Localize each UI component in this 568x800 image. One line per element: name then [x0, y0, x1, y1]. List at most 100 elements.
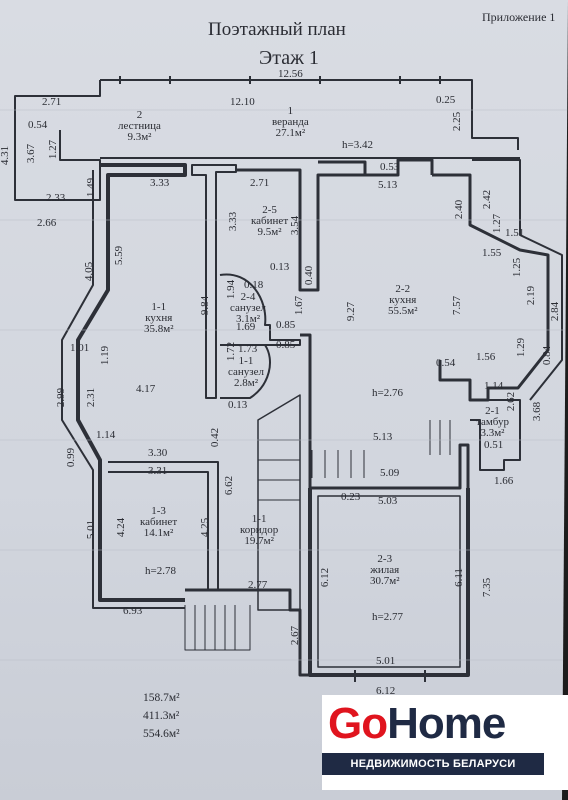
dim-label: 0.13: [228, 399, 248, 411]
dim-label: 1.19: [99, 345, 112, 366]
area-totals: 158.7м² 411.3м² 554.6м²: [143, 690, 180, 743]
dim-label: 6.12: [319, 567, 332, 588]
dim-label: 5.13: [373, 431, 393, 443]
room-number: 2-3: [377, 553, 393, 565]
dim-label: 4.05: [83, 261, 96, 282]
dim-label: 7.57: [451, 295, 464, 316]
kitchen-left-inner-wall: [61, 170, 185, 609]
dim-label: 5.59: [113, 245, 126, 266]
dim-label: 0.23: [341, 491, 361, 503]
room-number: 2-4: [240, 291, 256, 303]
dim-label: 5.09: [380, 467, 400, 479]
dim-label: 1.29: [515, 337, 528, 358]
dim-label: 3.54: [289, 215, 302, 236]
gohome-logo: GoHome НЕДВИЖИМОСТЬ БЕЛАРУСИ: [322, 695, 568, 790]
window-top: [119, 76, 441, 84]
dim-label: 0.85: [276, 339, 296, 351]
plan-title: Поэтажный план: [208, 19, 346, 40]
grid-lines: [0, 109, 568, 661]
kitchen-right-outer: [472, 159, 563, 401]
stair-bottom-steps: [184, 605, 251, 651]
dim-label: 4.17: [136, 383, 156, 395]
room-number: 2-5: [262, 204, 277, 216]
dim-label: 12.56: [278, 68, 303, 80]
dim-label: 0.18: [244, 279, 264, 291]
dim-label: 3.33: [227, 211, 240, 232]
room-study-bottom: 1-3 кабинет 14.1м²: [140, 506, 177, 539]
dim-label: 2.33: [46, 192, 66, 204]
room-name: санузел: [230, 302, 267, 314]
dim-label: 2.40: [453, 199, 466, 220]
room-area: 2.8м²: [234, 377, 259, 389]
room-name: кабинет: [140, 516, 178, 528]
room-number: 2-1: [485, 405, 500, 417]
dim-label: 1.27: [491, 213, 504, 234]
room-name: кухня: [145, 312, 173, 324]
kitchen-left-wall: [76, 163, 187, 602]
dim-label: 1.27: [47, 139, 60, 160]
room-area: 30.7м²: [370, 575, 400, 587]
dim-label: 0.85: [276, 319, 296, 331]
room-name: веранда: [272, 116, 309, 128]
dim-label: 1.55: [482, 247, 502, 259]
dim-label: 2.42: [481, 189, 494, 210]
living-wall: [308, 488, 470, 677]
dim-label: 9.84: [199, 295, 212, 316]
room-area: 35.8м²: [144, 323, 174, 335]
study-2-5-wall: [236, 168, 375, 292]
corridor-wall: [300, 333, 470, 660]
veranda-outer-wall: [100, 79, 519, 150]
partition-wall-1: [191, 164, 237, 399]
dim-label: 1.56: [476, 351, 496, 363]
room-study-top: 2-5 кабинет 9.5м²: [251, 205, 288, 238]
room-name: тамбур: [476, 416, 509, 428]
appendix-label: Приложение 1: [482, 10, 556, 24]
room-area: 3.3м²: [480, 427, 505, 439]
room-corridor: 1-1 коридор 19.7м²: [240, 514, 278, 547]
dim-label: 1.94: [225, 279, 238, 300]
vestibule-wall: [470, 399, 521, 471]
stair-1-steps: [258, 439, 300, 501]
dim-label: 3.31: [148, 465, 168, 477]
dim-label: 0.54: [28, 119, 48, 131]
room-living: 2-3 жилая 30.7м²: [370, 554, 400, 587]
room-bath-1-1: 1-1 санузел 2.8м²: [228, 356, 264, 389]
room-area: 27.1м²: [275, 127, 306, 139]
total-area-1: 158.7м²: [143, 692, 180, 704]
room-area: 3.1м²: [236, 313, 261, 325]
dim-label: 0.13: [270, 261, 290, 273]
dim-label: 0.53: [380, 161, 400, 173]
height-living: h=2.77: [372, 611, 403, 623]
corridor-bottom: [185, 588, 310, 677]
dim-label: 1.49: [85, 177, 98, 198]
living-inner: [317, 495, 461, 668]
dim-label: 5.01: [376, 655, 396, 667]
room-number: 1-1: [238, 355, 254, 367]
dim-label: 1.67: [293, 295, 306, 316]
bath-2-wall: [220, 344, 271, 399]
dim-label: 6.93: [123, 605, 143, 617]
dim-label: 5.01: [85, 519, 98, 540]
dim-label: 1.14: [484, 380, 504, 392]
window-bottom: [354, 670, 426, 682]
dim-label: 6.11: [452, 568, 465, 587]
room-area: 9.5м²: [257, 226, 282, 238]
dim-label: 2.19: [525, 285, 538, 306]
room-number: 1-3: [151, 505, 166, 517]
dim-label: 1.01: [70, 342, 90, 354]
room-area: 14.1м²: [143, 527, 174, 539]
dim-label: 1.66: [494, 475, 514, 487]
logo-tagline: НЕДВИЖИМОСТЬ БЕЛАРУСИ: [322, 753, 544, 775]
room-number: 2: [136, 109, 143, 121]
dim-label: 2.84: [549, 301, 562, 322]
dim-label: 1.14: [96, 429, 116, 441]
dim-label: 2.25: [451, 111, 464, 132]
stair-2-steps: [311, 450, 365, 478]
kitchen-right-wall: [432, 173, 550, 402]
dim-label: 2.71: [42, 96, 62, 108]
room-name: санузел: [228, 366, 265, 378]
dim-label: 4.25: [199, 517, 212, 538]
dim-label: 0.42: [209, 427, 222, 448]
dim-label: 0.84: [541, 345, 554, 366]
